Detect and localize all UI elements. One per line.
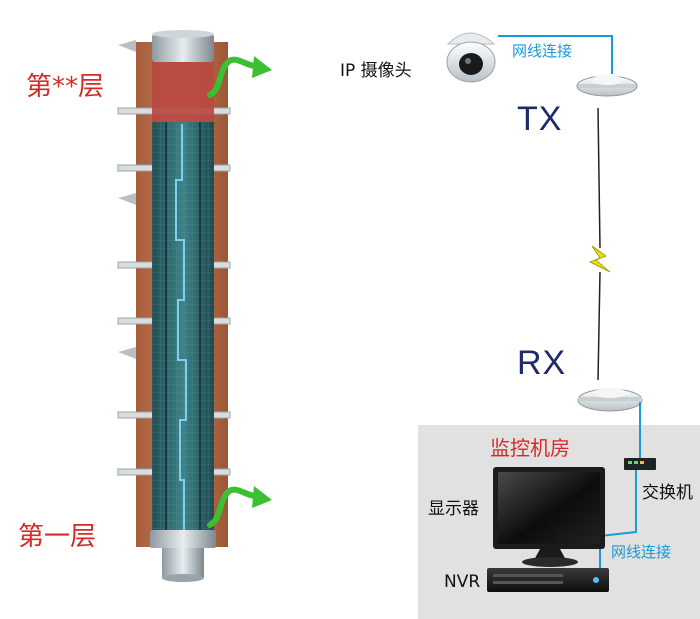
monitor-icon <box>493 467 605 567</box>
shaft-top-cap <box>152 34 214 62</box>
shaft-top-section <box>152 60 214 122</box>
airflow-arrowhead-bottom <box>252 486 272 508</box>
switch-label: 交换机 <box>642 483 693 503</box>
nvr-icon <box>487 568 609 592</box>
slab-brackets <box>118 40 136 359</box>
monitor-label: 显示器 <box>428 499 479 519</box>
ip-camera-label: IP 摄像头 <box>340 61 412 81</box>
monitoring-room-title: 监控机房 <box>490 436 570 460</box>
switch-to-nvr-cable <box>599 470 637 584</box>
camera-to-tx-cable <box>498 35 613 74</box>
nvr-label: NVR <box>444 572 481 592</box>
rx-antenna-icon <box>577 388 643 412</box>
tx-antenna-icon <box>576 75 638 97</box>
top-floor-label: 第**层 <box>26 72 105 102</box>
shaft-rails <box>165 122 201 532</box>
shaft-cable <box>175 124 187 530</box>
elevator-shaft-illustration <box>117 30 272 582</box>
airflow-arrowhead-top <box>252 56 272 78</box>
airflow-arrow-top <box>207 56 259 98</box>
ip-camera-icon <box>446 32 496 83</box>
airflow-arrow-bottom <box>207 486 259 528</box>
rx-label: RX <box>517 344 567 382</box>
network-diagram-graphics <box>446 32 656 592</box>
room-link-label: 网线连接 <box>611 543 672 561</box>
tx-label: TX <box>517 100 563 138</box>
wireless-link-icon <box>589 107 611 381</box>
switch-icon <box>624 458 656 470</box>
shaft-bottom-base <box>150 530 216 548</box>
camera-link-label: 网线连接 <box>512 42 573 60</box>
bottom-floor-label: 第一层 <box>18 522 97 552</box>
